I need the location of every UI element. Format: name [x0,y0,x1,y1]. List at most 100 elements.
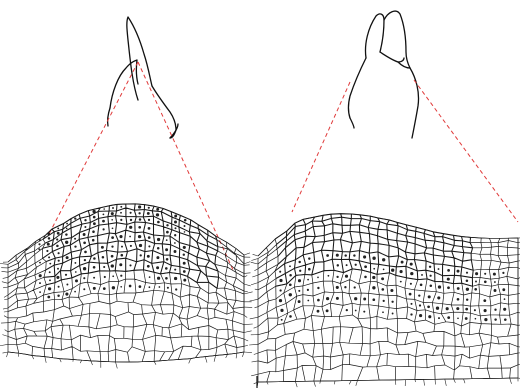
cell-nucleus [167,287,169,289]
cell-nucleus [298,300,301,303]
cell-nucleus [355,310,357,312]
cell-nucleus [147,265,150,268]
cell-nucleus [504,318,507,321]
cell-nucleus [447,316,450,319]
cell-nucleus [166,231,169,234]
right-guide-line-right [414,80,518,222]
cell-nucleus [112,207,114,209]
cell-nucleus [298,279,301,282]
cell-nucleus [58,252,60,254]
cell-nucleus [317,310,320,313]
cell-nucleus [418,294,420,296]
cell-nucleus [466,272,468,274]
cell-nucleus [39,282,41,284]
cell-nucleus [174,221,177,224]
cell-nucleus [48,256,50,258]
cell-nucleus [465,308,468,311]
cell-nucleus [84,219,86,221]
cell-nucleus [57,232,60,235]
cell-nucleus [457,270,460,273]
cell-nucleus [474,288,477,291]
cell-nucleus [157,238,160,241]
cell-nucleus [159,286,161,288]
cell-nucleus [372,276,375,279]
cell-nucleus [336,254,339,257]
cell-nucleus [289,315,292,318]
cell-nucleus [138,226,141,229]
cell-nucleus [138,235,141,238]
cell-nucleus [466,288,469,291]
cell-nucleus [280,309,283,312]
cell-nucleus [93,266,96,269]
cell-nucleus [112,286,115,289]
cell-nucleus [65,274,67,276]
cell-nucleus [289,274,292,277]
cell-nucleus [184,225,186,227]
cell-nucleus [373,268,375,270]
cell-nucleus [93,222,96,225]
cell-nucleus [475,318,477,320]
cell-nucleus [83,233,86,236]
cell-nucleus [84,251,87,254]
cell-nucleus [494,281,496,283]
cell-nucleus [317,287,319,289]
cell-nucleus [47,296,50,299]
cell-nucleus [279,289,281,291]
cell-nucleus [74,262,76,264]
cell-nucleus [129,285,132,288]
cell-nucleus [503,308,506,311]
cell-nucleus [38,243,40,245]
cell-nucleus [354,297,357,300]
cell-nucleus [363,298,366,301]
cell-nucleus [392,313,394,315]
cell-nucleus [165,267,168,270]
cell-nucleus [409,293,412,296]
cell-nucleus [129,226,132,229]
cell-nucleus [66,223,68,225]
cell-nucleus [183,270,186,273]
cell-nucleus [183,246,186,249]
cell-nucleus [93,257,96,260]
cell-nucleus [66,228,68,230]
right-guide-line-left [292,82,350,212]
cell-nucleus [174,277,177,280]
left-tissue-section [0,204,253,369]
cell-nucleus [57,294,59,296]
cell-nucleus [346,309,348,311]
cell-nucleus [484,280,487,283]
cell-nucleus [84,259,86,261]
cell-nucleus [49,279,51,281]
cell-nucleus [83,241,86,244]
cell-nucleus [130,212,132,214]
cell-nucleus [289,283,292,286]
cell-nucleus [56,245,59,248]
cell-nucleus [484,309,487,312]
cell-nucleus [93,287,96,290]
cell-nucleus [483,299,486,302]
cell-nucleus [175,288,177,290]
cell-nucleus [119,263,122,266]
cell-nucleus [66,256,69,259]
cell-nucleus [39,239,41,241]
cell-nucleus [466,298,468,300]
cell-nucleus [390,289,393,292]
cell-nucleus [381,277,384,280]
cell-nucleus [493,273,496,276]
cell-nucleus [504,298,506,300]
cell-nucleus [148,245,150,247]
cell-nucleus [446,307,449,310]
cell-nucleus [74,245,76,247]
cell-nucleus [428,315,431,318]
cell-nucleus [183,279,186,282]
cell-nucleus [156,256,159,259]
cell-nucleus [279,271,281,273]
cell-nucleus [502,272,504,274]
cell-nucleus [438,268,440,270]
cell-nucleus [112,227,114,229]
cell-nucleus [279,299,282,302]
cell-nucleus [457,317,459,319]
cell-nucleus [475,281,477,283]
left-guide-line-right [138,62,234,272]
cell-nucleus [494,309,496,311]
